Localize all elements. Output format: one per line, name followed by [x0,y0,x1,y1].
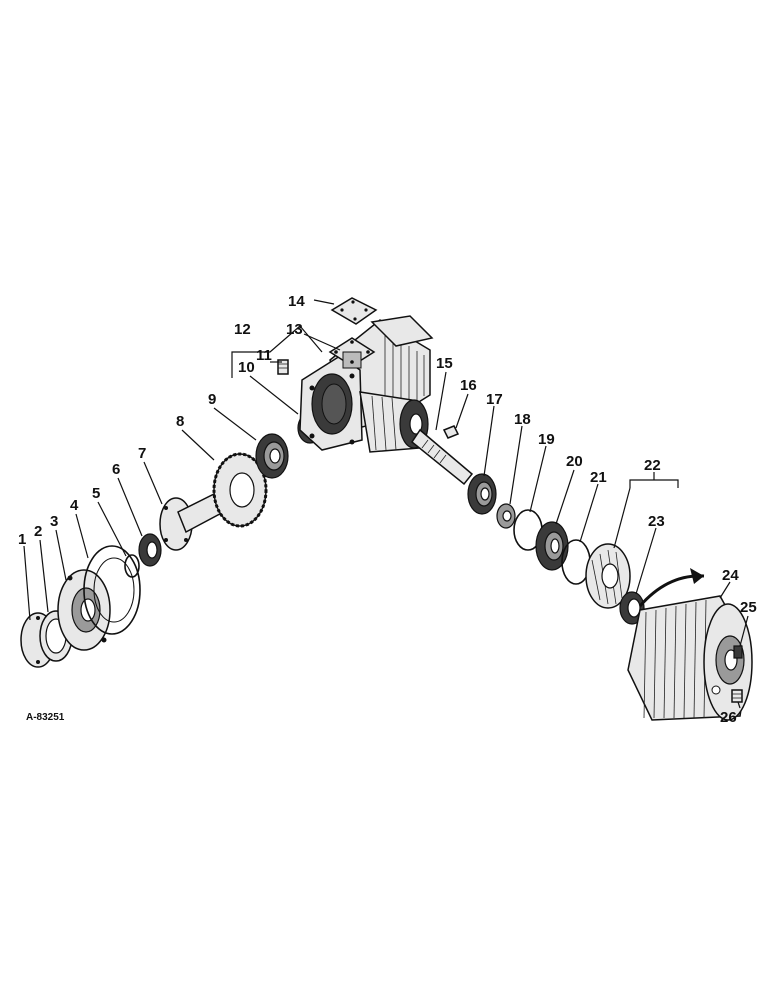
part-22-seal-retainer [585,543,631,609]
callout-15: 15 [436,355,453,372]
callout-21: 21 [590,469,607,486]
callout-6: 6 [112,461,120,478]
callout-7: 7 [138,445,146,462]
callout-22: 22 [644,457,661,474]
part-6-bearing [138,533,162,567]
part-20-bearing [535,521,569,571]
part-11-plug [277,359,289,375]
part-18-spacer [496,503,516,529]
callout-11: 11 [256,347,272,364]
part-15-output-shaft [410,428,474,486]
callout-24: 24 [722,567,739,584]
callout-18: 18 [514,411,531,428]
callout-8: 8 [176,413,184,430]
callout-13: 13 [286,321,303,338]
part-12-gearbox-housing [299,315,434,453]
callout-20: 20 [566,453,583,470]
callout-12: 12 [234,321,251,338]
drawing-reference: A-83251 [26,712,65,723]
part-25-set-screw [733,645,743,659]
callout-9: 9 [208,391,216,408]
callout-26: 26 [720,709,737,726]
part-5-snap-ring [124,554,140,578]
part-23-oil-seal [619,591,645,625]
part-17-bearing [467,473,497,515]
callout-14: 14 [288,293,305,310]
callout-25: 25 [740,599,757,616]
callout-16: 16 [460,377,477,394]
callout-4: 4 [70,497,79,514]
callout-5: 5 [92,485,100,502]
callout-labels: 1 2 3 4 5 6 7 8 9 10 11 12 13 14 15 16 1… [18,293,757,726]
part-14-top-cover-plate [330,297,378,325]
callout-1: 1 [18,531,26,548]
part-9-bearing [255,433,289,479]
callout-3: 3 [50,513,58,530]
callout-19: 19 [538,431,555,448]
part-8-bevel-gear [212,452,268,528]
callout-10: 10 [238,359,255,376]
part-4-gasket [83,545,141,635]
callout-17: 17 [486,391,503,408]
part-3-bearing-retainer [57,569,111,651]
part-26-bolt [731,689,743,703]
callout-23: 23 [648,513,665,530]
callout-2: 2 [34,523,42,540]
leader-lines [23,299,749,709]
part-16-key [442,425,460,439]
